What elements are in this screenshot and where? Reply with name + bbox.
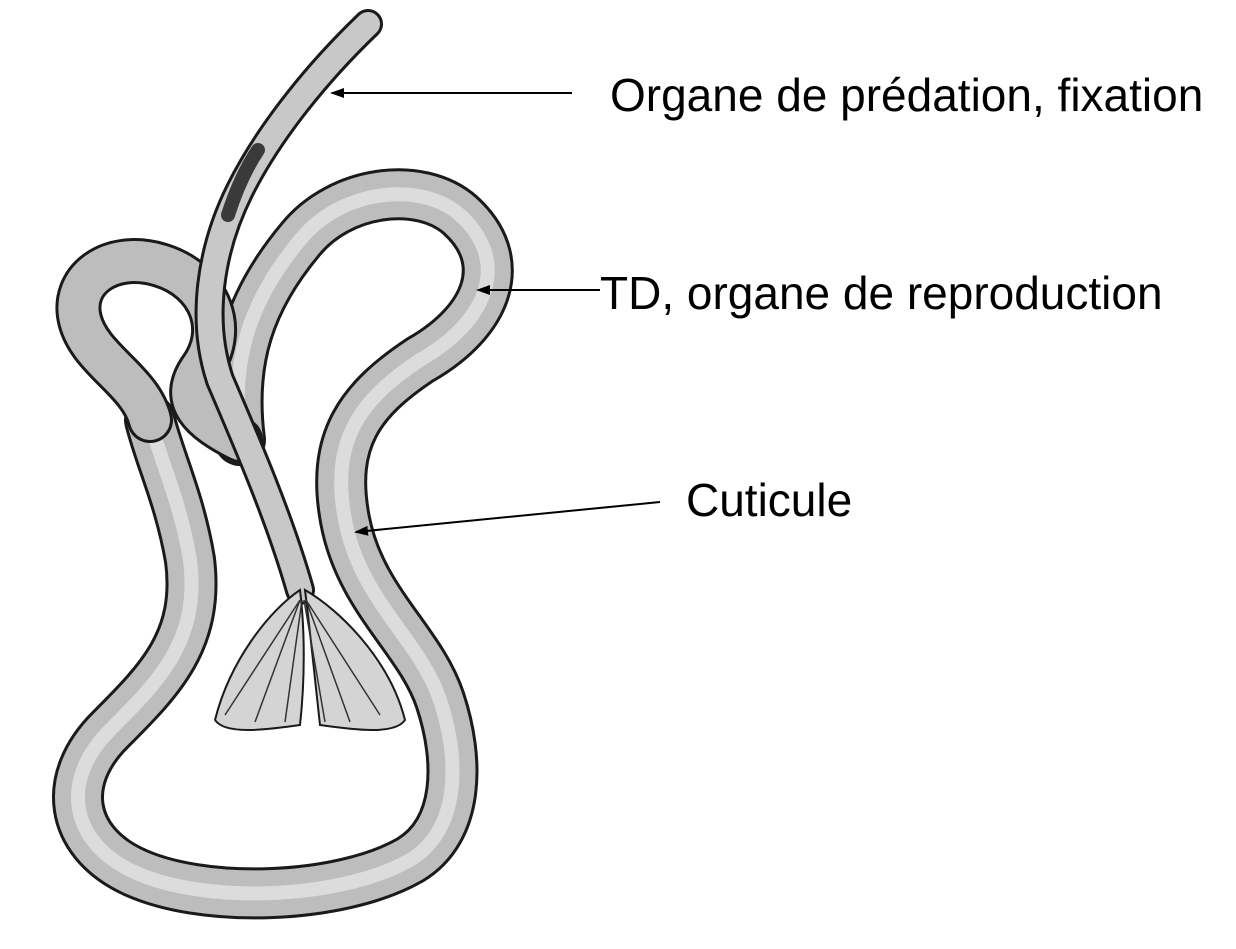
arrow-cuticle [356, 502, 660, 532]
label-reproduction-organ: TD, organe de reproduction [600, 270, 1163, 316]
label-cuticle: Cuticule [686, 477, 852, 523]
label-predation-organ: Organe de prédation, fixation [610, 72, 1203, 118]
worm-illustration [78, 24, 488, 893]
